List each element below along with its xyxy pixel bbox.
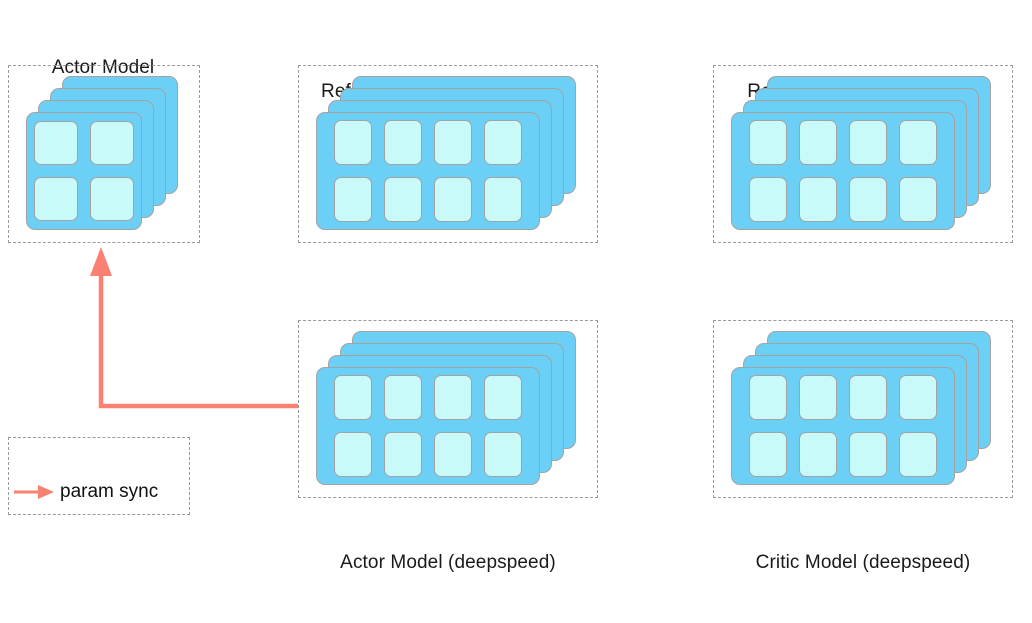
card-cell: [899, 375, 937, 420]
group-title-critic: Critic Model (deepspeed): [703, 503, 1023, 623]
card-cell: [899, 177, 937, 222]
card-layer-1: [316, 112, 540, 230]
card-cell: [384, 177, 422, 222]
card-cell: [749, 375, 787, 420]
group-box-actor-deepspeed: [298, 320, 598, 498]
card-cell: [434, 375, 472, 420]
card-stack-actor-deepspeed: [299, 321, 599, 499]
group-box-reference: [298, 65, 598, 243]
card-cell: [484, 375, 522, 420]
card-cell: [384, 432, 422, 477]
card-cell: [484, 177, 522, 222]
card-cell: [34, 177, 78, 221]
card-cell-grid: [749, 375, 937, 477]
card-stack-reference: [299, 66, 599, 244]
group-box-actor-vllm: [8, 65, 200, 243]
card-cell: [899, 432, 937, 477]
diagram-canvas: Actor Model (generation, vllm) Reference…: [8, 57, 1013, 573]
card-cell: [849, 432, 887, 477]
group-title-actor-deepspeed-line1: Actor Model (deepspeed): [340, 552, 556, 573]
card-cell-grid: [334, 375, 522, 477]
card-cell: [434, 120, 472, 165]
group-title-actor-vllm-line1: Actor Model: [51, 57, 155, 78]
group-box-critic: [713, 320, 1013, 498]
card-cell: [849, 120, 887, 165]
card-cell: [434, 177, 472, 222]
card-cell: [334, 432, 372, 477]
card-cell: [749, 177, 787, 222]
card-cell: [90, 177, 134, 221]
card-stack-critic: [714, 321, 1014, 499]
card-cell: [799, 375, 837, 420]
card-cell: [799, 120, 837, 165]
card-layer-1: [731, 367, 955, 485]
card-cell: [799, 432, 837, 477]
card-cell: [34, 121, 78, 165]
card-cell: [334, 177, 372, 222]
card-cell: [90, 121, 134, 165]
card-cell: [384, 375, 422, 420]
card-cell: [384, 120, 422, 165]
card-layer-1: [731, 112, 955, 230]
card-stack-actor-vllm: [9, 66, 201, 244]
card-layer-1: [26, 112, 142, 230]
legend-box: [8, 437, 190, 515]
group-box-reward: [713, 65, 1013, 243]
group-title-critic-line1: Critic Model (deepspeed): [755, 552, 971, 573]
card-stack-reward: [714, 66, 1014, 244]
card-cell: [484, 120, 522, 165]
card-cell: [749, 432, 787, 477]
card-cell-grid: [334, 120, 522, 222]
card-cell: [334, 120, 372, 165]
card-cell: [849, 375, 887, 420]
legend-label: param sync: [60, 481, 159, 502]
group-title-actor-deepspeed: Actor Model (deepspeed): [288, 503, 608, 623]
card-cell: [799, 177, 837, 222]
card-cell: [749, 120, 787, 165]
card-cell: [849, 177, 887, 222]
card-cell: [434, 432, 472, 477]
card-cell: [899, 120, 937, 165]
card-cell: [334, 375, 372, 420]
card-cell-grid: [34, 121, 134, 221]
card-layer-1: [316, 367, 540, 485]
card-cell-grid: [749, 120, 937, 222]
card-cell: [484, 432, 522, 477]
